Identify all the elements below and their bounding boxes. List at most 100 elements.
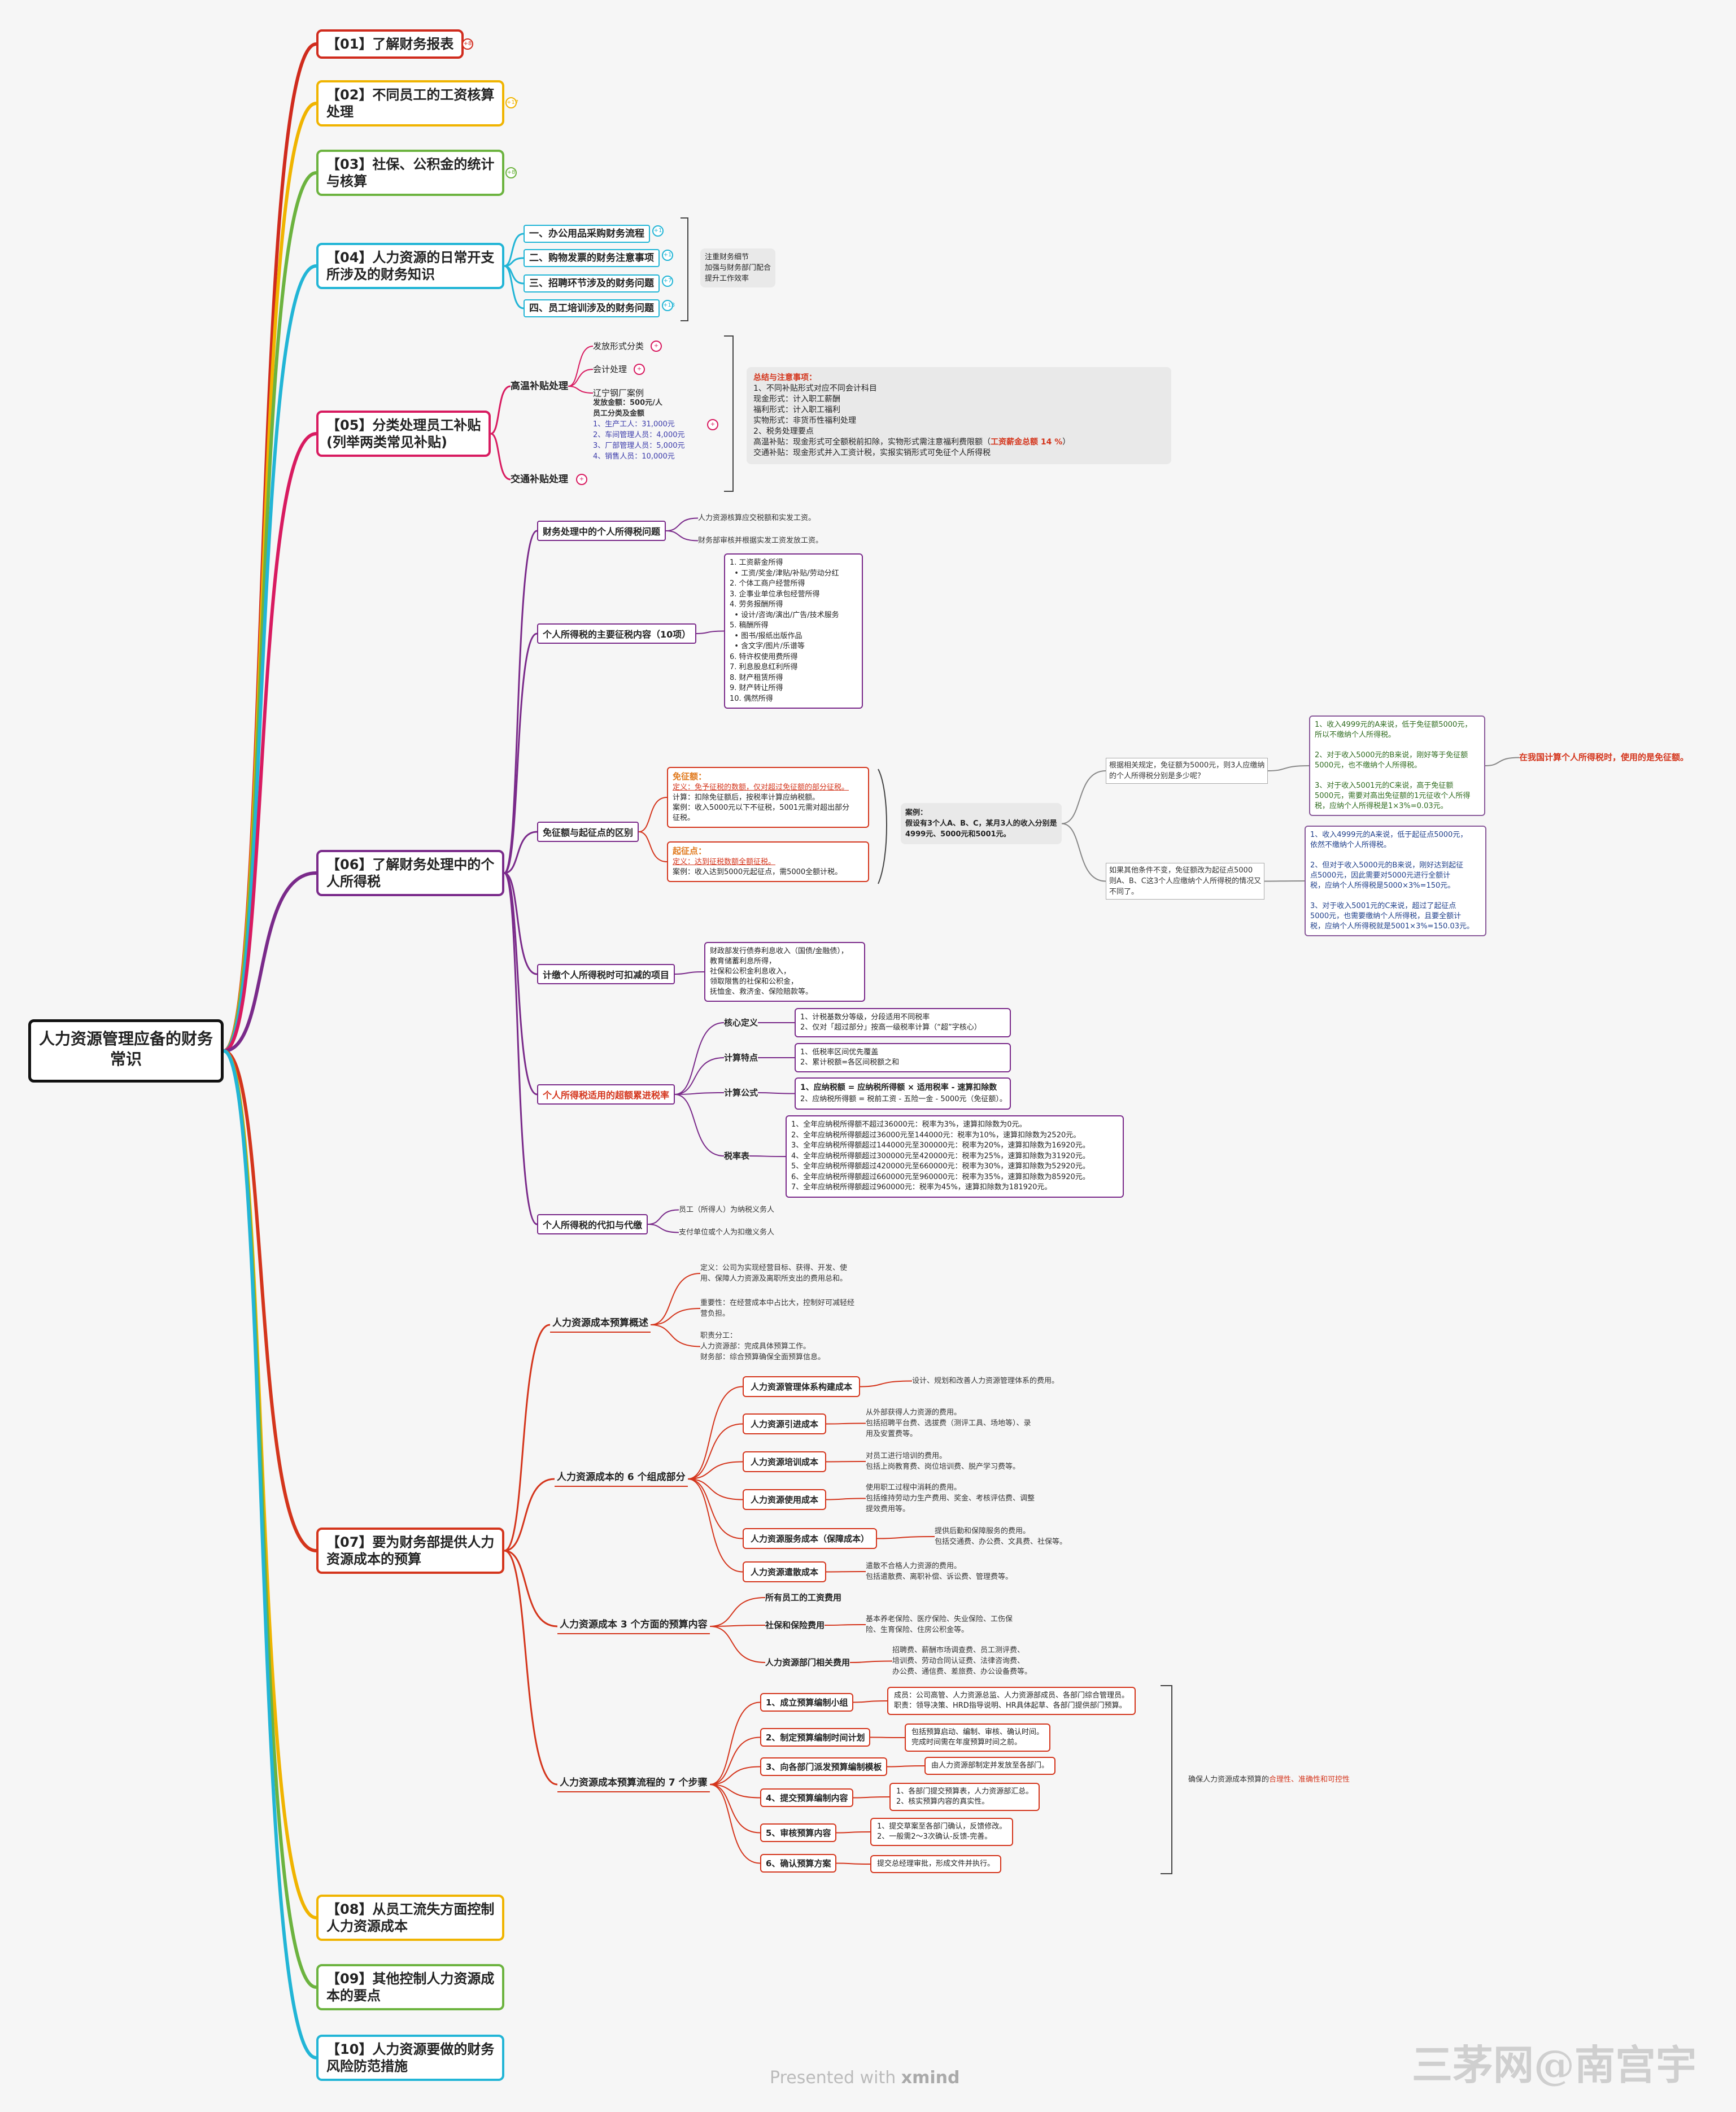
t05-acct[interactable]: 会计处理 bbox=[593, 364, 627, 374]
root-link-5 bbox=[223, 432, 317, 1053]
t06-link-concl bbox=[1485, 757, 1520, 766]
t07-link-sevenn-6 bbox=[836, 1862, 871, 1865]
topic-09[interactable]: 【09】其他控制人力资源成 本的要点 bbox=[316, 1964, 505, 2010]
t04-item-2[interactable]: 二、购物发票的财务注意事项 bbox=[524, 249, 660, 267]
t07-six-6[interactable]: 人力资源遣散成本 bbox=[743, 1561, 827, 1582]
t07-link-six-4 bbox=[687, 1478, 743, 1500]
t06-link-q1 bbox=[1061, 770, 1106, 824]
t05-case-list: 1、生产工人：31,000元 2、车间管理人员：4,000元 3、厂部管理人员：… bbox=[593, 420, 685, 461]
t07-seven-4[interactable]: 4、提交预算编制内容 bbox=[760, 1788, 854, 1807]
t06-link-n6b bbox=[647, 1224, 679, 1233]
t07-six-5[interactable]: 人力资源服务成本（保障成本） bbox=[743, 1528, 878, 1549]
t04-badge-4: +13 bbox=[662, 300, 675, 311]
t07-six-note-1: 设计、规划和改善人力资源管理体系的费用。 bbox=[912, 1377, 1059, 1385]
t07-seven[interactable]: 人力资源成本预算流程的 7 个步骤 bbox=[557, 1777, 710, 1792]
topic-01[interactable]: 【01】了解财务报表 bbox=[316, 29, 464, 59]
t06-n2[interactable]: 个人所得税的主要征税内容（10项） bbox=[537, 623, 697, 644]
t07-seven-note-5: 1、提交草案至各部门确认，反馈修改。 2、一般需2～3次确认-反馈-完善。 bbox=[870, 1818, 1014, 1846]
t07-seven-5[interactable]: 5、审核预算内容 bbox=[760, 1823, 837, 1842]
topic-08[interactable]: 【08】从员工流失方面控制 人力资源成本 bbox=[316, 1895, 505, 1941]
t05-traffic[interactable]: 交通补贴处理 bbox=[511, 474, 568, 485]
t06-formula-t2: 2、应纳税所得额 = 税前工资 - 五险一金 - 5000元（免征额）。 bbox=[800, 1095, 1007, 1103]
t07-overview[interactable]: 人力资源成本预算概述 bbox=[550, 1317, 651, 1333]
t07-six-1[interactable]: 人力资源管理体系构建成本 bbox=[743, 1376, 861, 1397]
root-topic[interactable]: 人力资源管理应备的财务常识 bbox=[28, 1019, 224, 1083]
topic-03[interactable]: 【03】社保、公积金的统计 与核算 bbox=[316, 150, 505, 196]
root-link-6 bbox=[223, 871, 317, 1053]
t04-note: 注重财务细节 加强与财务部门配合 提升工作效率 bbox=[700, 248, 776, 287]
t07-three[interactable]: 人力资源成本 3 个方面的预算内容 bbox=[557, 1618, 710, 1634]
topic-10[interactable]: 【10】人力资源要做的财务 风险防范措施 bbox=[316, 2035, 505, 2081]
t05-badge-traffic: + bbox=[576, 474, 587, 485]
t06-feat-t: 1、低税率区间优先覆盖 2、累计税额=各区间税额之和 bbox=[795, 1043, 1011, 1072]
topic-07[interactable]: 【07】要为财务部提供人力 资源成本的预算 bbox=[316, 1528, 505, 1574]
t07-link-ov2 bbox=[650, 1324, 701, 1347]
t05-summary-red: 工资薪金总额 14 % bbox=[991, 438, 1063, 447]
t06-rate-t: 1、全年应纳税所得额不超过36000元：税率为3%，速算扣除数为0元。 2、全年… bbox=[786, 1115, 1124, 1198]
t04-item-4[interactable]: 四、员工培训涉及的财务问题 bbox=[524, 299, 660, 317]
t07-seven-6[interactable]: 6、确认预算方案 bbox=[760, 1854, 837, 1873]
t07-link-seven-2 bbox=[709, 1736, 761, 1785]
t06-deduct: 财政部发行债券利息收入（国债/金融债）， 教育储蓄利息所得， 社保和公积金利息收… bbox=[704, 942, 865, 1002]
t07-six-2[interactable]: 人力资源引进成本 bbox=[743, 1413, 827, 1434]
t07-three-2[interactable]: 社保和保险费用 bbox=[765, 1620, 825, 1630]
t06-n4[interactable]: 计缴个人所得税时可扣减的项目 bbox=[537, 964, 675, 984]
t07-six-note-6: 遣散不合格人力资源的费用。 包括遣散费、离职补偿、诉讼费、管理费等。 bbox=[866, 1562, 1013, 1581]
t07-six-4[interactable]: 人力资源使用成本 bbox=[743, 1489, 827, 1510]
t07-seven-note-2: 包括预算启动、编制、审核、确认时间。 完成时间需在年度预算时间之前。 bbox=[905, 1723, 1051, 1752]
t06-a1: 1、收入4999元的A来说，低于免征额5000元， 所以不缴纳个人所得税。 2、… bbox=[1309, 715, 1485, 816]
t06-n3[interactable]: 免征额与起征点的区别 bbox=[537, 822, 639, 842]
t05-form[interactable]: 发放形式分类 bbox=[593, 341, 644, 351]
t06-case: 案例： 假设有3个人A、B、C，某月3人的收入分别是 4999元、5000元和5… bbox=[901, 803, 1062, 844]
t07-three-note-3: 招聘费、薪酬市场调查费、员工测评费、 培训费、劳动合同认证费、法律咨询费、 办公… bbox=[892, 1646, 1032, 1676]
t07-six[interactable]: 人力资源成本的 6 个组成部分 bbox=[555, 1471, 688, 1487]
t07-three-1[interactable]: 所有员工的工资费用 bbox=[765, 1592, 842, 1603]
t07-seven-note-3: 由人力资源部制定并发放至各部门。 bbox=[924, 1757, 1056, 1775]
t06-n1[interactable]: 财务处理中的个人所得税问题 bbox=[537, 521, 666, 541]
t04-item-1[interactable]: 一、办公用品采购财务流程 bbox=[524, 225, 650, 243]
t06-rate[interactable]: 税率表 bbox=[724, 1151, 750, 1161]
t07-seven-3[interactable]: 3、向各部门派发预算编制模板 bbox=[760, 1757, 888, 1776]
t06-n6[interactable]: 个人所得税的代扣与代缴 bbox=[537, 1214, 648, 1234]
t06-n5[interactable]: 个人所得税适用的超额累进税率 bbox=[537, 1084, 675, 1105]
t06-link-start bbox=[638, 831, 668, 862]
t06-link-deduct bbox=[674, 971, 705, 975]
t06-start: 起征点： 定义：达到征税数额全额征税。 案例：收入达到5000元起征点，需500… bbox=[667, 841, 869, 882]
t07-link-seven-4 bbox=[709, 1784, 761, 1799]
t07-seven-2[interactable]: 2、制定预算编制时间计划 bbox=[760, 1728, 871, 1747]
topic-02[interactable]: 【02】不同员工的工资核算 处理 bbox=[316, 80, 505, 126]
t06-core[interactable]: 核心定义 bbox=[724, 1018, 758, 1028]
t04-item-3[interactable]: 三、招聘环节涉及的财务问题 bbox=[524, 274, 660, 293]
root-link-9 bbox=[223, 1049, 317, 1989]
t06-feat[interactable]: 计算特点 bbox=[724, 1053, 758, 1063]
t06-exempt: 免征额： 定义：免予征税的数额，仅对超过免征额的部分征税。 计算：扣除免征额后，… bbox=[667, 767, 869, 828]
t07-link-1 bbox=[504, 1478, 555, 1552]
t05-link-high bbox=[490, 385, 511, 435]
t05-high[interactable]: 高温补贴处理 bbox=[511, 381, 568, 392]
badge-01: +8 bbox=[462, 38, 473, 50]
t05-summary-end: ） 交通补贴：现金形式并入工资计税，实报实销形式可免征个人所得税 bbox=[753, 438, 1071, 457]
t07-link-six-5 bbox=[687, 1478, 743, 1539]
t06-link-5 bbox=[503, 872, 538, 1225]
t05-badge-acct: + bbox=[634, 364, 645, 375]
t06-formula[interactable]: 计算公式 bbox=[724, 1088, 758, 1098]
topic-06[interactable]: 【06】了解财务处理中的个 人所得税 bbox=[316, 850, 505, 896]
t07-three-3[interactable]: 人力资源部门相关费用 bbox=[765, 1657, 850, 1668]
topic-05[interactable]: 【05】分类处理员工补贴 (列举两类常见补贴) bbox=[316, 411, 491, 457]
t07-seven-summary-red: 合理性、准确性和可控性 bbox=[1269, 1775, 1350, 1784]
t06-link-exempt bbox=[638, 797, 668, 832]
t06-start-body: 案例：收入达到5000元起征点，需5000全额计税。 bbox=[673, 868, 843, 876]
topic-04[interactable]: 【04】人力资源的日常开支 所涉及的财务知识 bbox=[316, 243, 505, 289]
t07-seven-1[interactable]: 1、成立预算编制小组 bbox=[760, 1693, 854, 1712]
t07-six-3[interactable]: 人力资源培训成本 bbox=[743, 1451, 827, 1472]
t07-seven-summary: 确保人力资源成本预算的合理性、准确性和可控性 bbox=[1188, 1774, 1350, 1785]
t06-n6b: 支付单位或个人为扣缴义务人 bbox=[679, 1228, 775, 1237]
t04-link-3 bbox=[504, 265, 524, 309]
t05-case-title: 辽宁钢厂案例 bbox=[593, 388, 644, 398]
t07-link-ov0 bbox=[650, 1273, 701, 1325]
t07-ov3: 职责分工： 人力资源部：完成具体预算工作。 财务部：综合预算确保全面预算信息。 bbox=[700, 1332, 826, 1362]
t07-bracket bbox=[1161, 1685, 1172, 1874]
t06-link-q2 bbox=[1061, 823, 1106, 882]
t06-n6a: 员工（所得人）为纳税义务人 bbox=[679, 1206, 775, 1214]
